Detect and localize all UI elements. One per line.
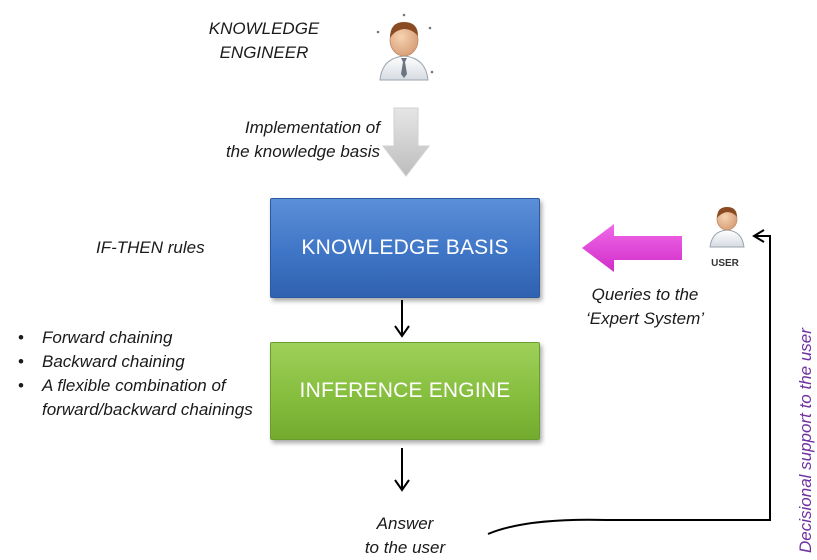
queries-line1: Queries to the bbox=[591, 285, 699, 304]
queries-label: Queries to the ‘Expert System’ bbox=[560, 283, 730, 331]
inference-to-answer-arrow bbox=[394, 448, 410, 492]
implementation-arrow bbox=[381, 107, 431, 177]
user-label: USER bbox=[711, 258, 739, 269]
inference-engine-box: INFERENCE ENGINE bbox=[270, 342, 540, 440]
answer-label: Answer to the user bbox=[330, 512, 480, 560]
knowledge-basis-box: KNOWLEDGE BASIS bbox=[270, 198, 540, 298]
implementation-line2: the knowledge basis bbox=[225, 142, 380, 161]
knowledge-engineer-line1: KNOWLEDGE bbox=[208, 19, 320, 38]
implementation-label: Implementation of the knowledge basis bbox=[150, 116, 380, 164]
answer-line2: to the user bbox=[364, 538, 446, 557]
decisional-support-connector bbox=[487, 229, 771, 535]
chaining-methods-list: Forward chaining Backward chaining A fle… bbox=[14, 326, 264, 422]
chaining-method-item: Backward chaining bbox=[14, 350, 264, 374]
if-then-rules-label: IF-THEN rules bbox=[96, 238, 205, 257]
knowledge-basis-label: KNOWLEDGE BASIS bbox=[301, 236, 509, 259]
answer-line1: Answer bbox=[376, 514, 434, 533]
queries-line2: ‘Expert System’ bbox=[585, 309, 705, 328]
query-arrow bbox=[582, 224, 682, 272]
knowledge-engineer-label: KNOWLEDGE ENGINEER bbox=[184, 17, 344, 65]
decisional-support-label: Decisional support to the user bbox=[796, 328, 815, 553]
inference-engine-label: INFERENCE ENGINE bbox=[299, 379, 511, 402]
chaining-method-item: A flexible combination of forward/backwa… bbox=[14, 374, 264, 422]
user-avatar-icon bbox=[709, 207, 745, 248]
knowledge-engineer-avatar-icon bbox=[376, 13, 434, 81]
knowledge-engineer-line2: ENGINEER bbox=[219, 43, 309, 62]
knowledge-to-inference-arrow bbox=[394, 300, 410, 338]
chaining-method-item: Forward chaining bbox=[14, 326, 264, 350]
implementation-line1: Implementation of bbox=[244, 118, 380, 137]
